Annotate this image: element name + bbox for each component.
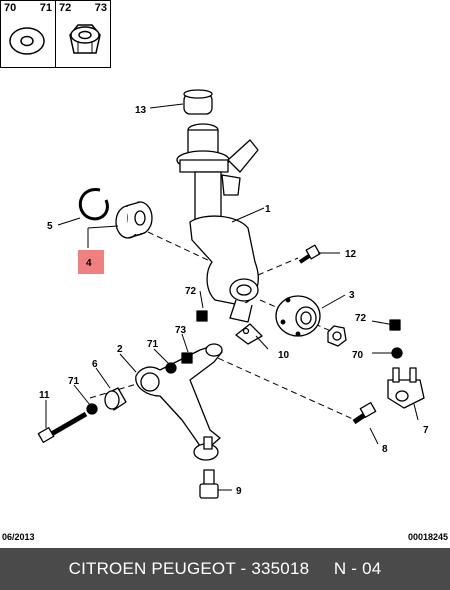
suspension-diagram: 13 1 5 4 12 3 72 72 73 71 2 10 70 6 71 1… <box>37 89 429 499</box>
wheel-bearing-4 <box>115 201 153 239</box>
ball-joint-7 <box>387 367 425 409</box>
part-label-9: 9 <box>236 486 242 497</box>
bolt-12 <box>298 244 321 264</box>
bump-stop-13 <box>183 89 213 115</box>
part-label-13: 13 <box>135 105 147 116</box>
legend-label-73: 73 <box>94 2 107 14</box>
footer-ref: N - 04 <box>333 559 382 578</box>
hub-nut <box>327 325 347 347</box>
legend-box-nut: 72 73 <box>55 0 111 68</box>
footer-code: 00018245 <box>407 532 448 542</box>
circlip-5 <box>78 188 109 221</box>
part-label-12: 12 <box>345 249 357 260</box>
bolt-11 <box>37 411 88 443</box>
part-label-3: 3 <box>349 290 355 301</box>
footer-bar: CITROEN PEUGEOT - 335018 N - 04 <box>0 548 450 590</box>
part-label-70: 70 <box>352 350 364 361</box>
part-label-73: 73 <box>175 325 187 336</box>
washer-icon <box>9 27 45 55</box>
part-label-72a: 72 <box>185 286 197 297</box>
wheel-hub-3 <box>275 295 321 337</box>
part-label-5: 5 <box>47 221 53 232</box>
part-labels: 13 1 5 4 12 3 72 72 73 71 2 10 70 6 71 1… <box>39 105 429 497</box>
highlight-part-4 <box>78 250 104 274</box>
lower-arm-2 <box>135 343 223 461</box>
part-label-11: 11 <box>39 390 50 401</box>
footer-date: 06/2013 <box>2 532 35 542</box>
bush-6 <box>104 387 127 411</box>
part-label-72b: 72 <box>355 313 367 324</box>
legend-label-71: 71 <box>39 2 52 14</box>
footer-spacer <box>309 559 334 579</box>
bolt-9 <box>199 469 219 499</box>
legend-box-washer: 70 71 <box>0 0 56 68</box>
part-label-6: 6 <box>92 359 98 370</box>
footer-brand: CITROEN PEUGEOT - 335018 <box>68 559 310 578</box>
part-label-10: 10 <box>278 350 290 361</box>
part-label-71b: 71 <box>68 376 80 387</box>
legend-label-72: 72 <box>59 2 72 14</box>
legend-label-70: 70 <box>4 2 17 14</box>
hex-nut-icon <box>69 24 101 54</box>
steering-knuckle-1 <box>176 123 259 323</box>
part-label-71a: 71 <box>147 339 159 350</box>
part-label-8: 8 <box>382 444 388 455</box>
stud-8 <box>352 402 377 425</box>
part-label-1: 1 <box>265 204 271 215</box>
part-label-7: 7 <box>423 425 429 436</box>
bracket-10 <box>235 323 263 345</box>
part-label-2: 2 <box>117 344 123 355</box>
part-label-4: 4 <box>86 258 92 269</box>
